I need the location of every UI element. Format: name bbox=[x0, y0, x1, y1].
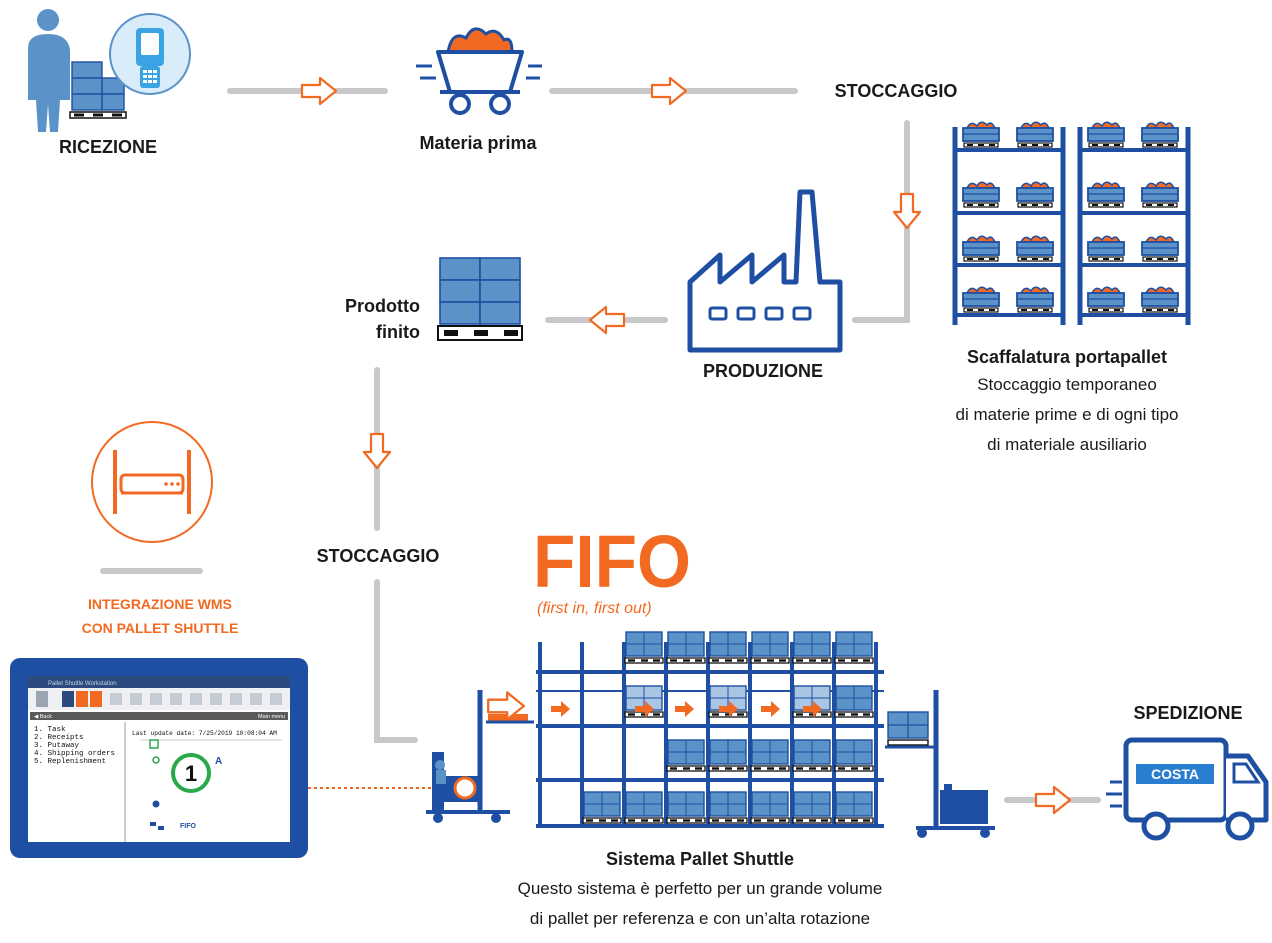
racking-desc-line: di materiale ausiliario bbox=[987, 435, 1147, 454]
crate-icon bbox=[1016, 286, 1054, 313]
tablet-menu-item[interactable]: 4. Shipping orders bbox=[34, 750, 115, 758]
label-finished-product-1: Prodotto bbox=[345, 296, 420, 316]
fifo-title: FIFO bbox=[533, 520, 691, 603]
tablet-menu-right: Main menu bbox=[258, 714, 285, 720]
crate-icon bbox=[962, 235, 1000, 262]
shuttle-title: Sistema Pallet Shuttle bbox=[606, 849, 794, 869]
tablet-menu-item[interactable]: 1. Task bbox=[34, 726, 66, 734]
crate-icon bbox=[1141, 235, 1179, 262]
wms-label-line: CON PALLET SHUTTLE bbox=[82, 620, 239, 636]
label-storage-top: STOCCAGGIO bbox=[835, 81, 958, 101]
crate-icon bbox=[1141, 286, 1179, 313]
mine-cart-icon bbox=[416, 27, 542, 115]
crate-icon bbox=[1016, 181, 1054, 208]
label-shipping: SPEDIZIONE bbox=[1133, 703, 1242, 723]
crate-icon bbox=[1016, 235, 1054, 262]
arrow-icon bbox=[1034, 785, 1072, 815]
scanner-icon bbox=[109, 13, 191, 95]
tablet-menu-header[interactable]: ◀ Back bbox=[34, 714, 52, 720]
tablet-app-title: Pallet Shuttle Workstation bbox=[48, 681, 117, 687]
shuttle-desc-line: di pallet per referenza e con un’alta ro… bbox=[530, 909, 870, 928]
label-finished-product-2: finito bbox=[376, 322, 420, 342]
arrow-icon bbox=[892, 192, 922, 230]
crate-icon bbox=[1141, 121, 1179, 148]
racking-desc-line: Stoccaggio temporaneo bbox=[977, 375, 1157, 394]
tablet-mode: FIFO bbox=[180, 823, 196, 830]
label-production: PRODUZIONE bbox=[703, 361, 823, 381]
worker-icon bbox=[28, 9, 127, 132]
tablet-last-update: Last update date: 7/25/2019 10:08:04 AM bbox=[132, 730, 277, 737]
crate-icon bbox=[962, 121, 1000, 148]
crate-icon bbox=[1016, 121, 1054, 148]
wms-label-line: INTEGRAZIONE WMS bbox=[88, 596, 232, 612]
tablet-dial-value: 1 bbox=[185, 761, 197, 786]
pallet-icon bbox=[437, 257, 523, 341]
tablet-icon bbox=[10, 658, 308, 858]
arrow-icon bbox=[300, 76, 338, 106]
shuttle-desc-line: Questo sistema è perfetto per un grande … bbox=[518, 879, 883, 898]
server-icon bbox=[91, 421, 213, 543]
racking-desc-line: di materie prime e di ogni tipo bbox=[955, 405, 1178, 424]
racking-title: Scaffalatura portapallet bbox=[967, 347, 1167, 367]
fifo-subtitle: (first in, first out) bbox=[537, 600, 652, 617]
label-reception: RICEZIONE bbox=[59, 137, 157, 157]
tablet-dial-letter: A bbox=[215, 756, 222, 767]
tablet-menu-item[interactable]: 5. Replenishment bbox=[34, 758, 106, 766]
forklift-icon bbox=[885, 690, 995, 838]
crate-icon bbox=[962, 181, 1000, 208]
tablet-menu-item[interactable]: 3. Putaway bbox=[34, 742, 80, 750]
truck-brand: COSTA bbox=[1151, 766, 1199, 782]
crate-icon bbox=[1087, 181, 1125, 208]
forklift-icon bbox=[426, 690, 534, 823]
crate-icon bbox=[1087, 235, 1125, 262]
shuttle-rack bbox=[536, 631, 884, 828]
crate-icon bbox=[1087, 121, 1125, 148]
truck-icon bbox=[1106, 737, 1269, 841]
arrow-icon bbox=[650, 76, 688, 106]
rack-icon bbox=[952, 121, 1191, 325]
crate-icon bbox=[1141, 181, 1179, 208]
label-storage-mid: STOCCAGGIO bbox=[317, 546, 440, 566]
crate-icon bbox=[1087, 286, 1125, 313]
label-raw-material: Materia prima bbox=[419, 133, 537, 153]
crate-icon bbox=[962, 286, 1000, 313]
tablet-menu-item[interactable]: 2. Receipts bbox=[34, 734, 84, 742]
arrow-icon bbox=[588, 305, 626, 335]
arrow-icon bbox=[362, 432, 392, 470]
factory-icon bbox=[687, 189, 843, 353]
